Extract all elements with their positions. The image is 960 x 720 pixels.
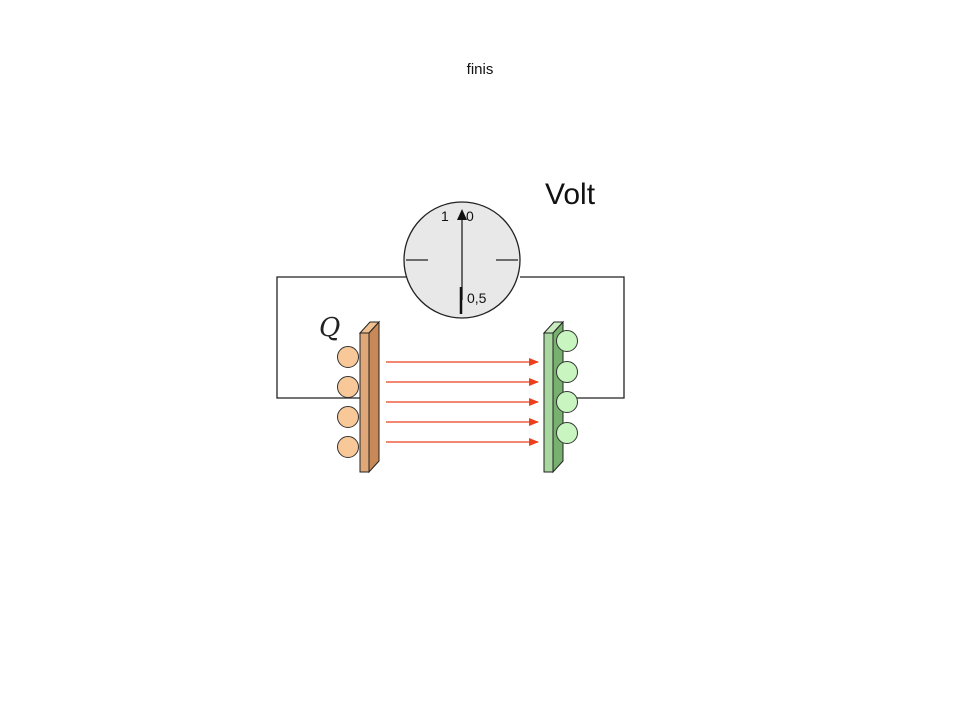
- left-charges: [337, 346, 359, 458]
- left-plate-front: [359, 332, 370, 473]
- voltmeter-dial: 1 0 0,5: [403, 201, 521, 319]
- dial-mark-0: 0: [466, 208, 474, 224]
- left-plate-side: [368, 320, 380, 474]
- right-plate-front: [543, 332, 554, 473]
- page-title: finis: [466, 61, 494, 78]
- right-charge: [556, 391, 578, 413]
- right-charge: [556, 422, 578, 444]
- charge-label: Q: [319, 313, 340, 343]
- voltmeter-label: Volt: [545, 178, 596, 211]
- left-wire: [276, 276, 406, 399]
- dial-mark-half: 0,5: [467, 290, 487, 306]
- left-charge: [337, 436, 359, 458]
- right-wire: [520, 276, 625, 399]
- field-lines: [386, 358, 539, 446]
- left-charge: [337, 376, 359, 398]
- left-charge: [337, 346, 359, 368]
- dial-needle-tip: [457, 209, 467, 220]
- left-charge: [337, 406, 359, 428]
- right-charges: [556, 330, 578, 444]
- right-charge: [556, 361, 578, 383]
- left-plate: [358, 320, 381, 474]
- right-charge: [556, 330, 578, 352]
- circuit-wires: [276, 276, 625, 399]
- dial-mark-1: 1: [441, 208, 449, 224]
